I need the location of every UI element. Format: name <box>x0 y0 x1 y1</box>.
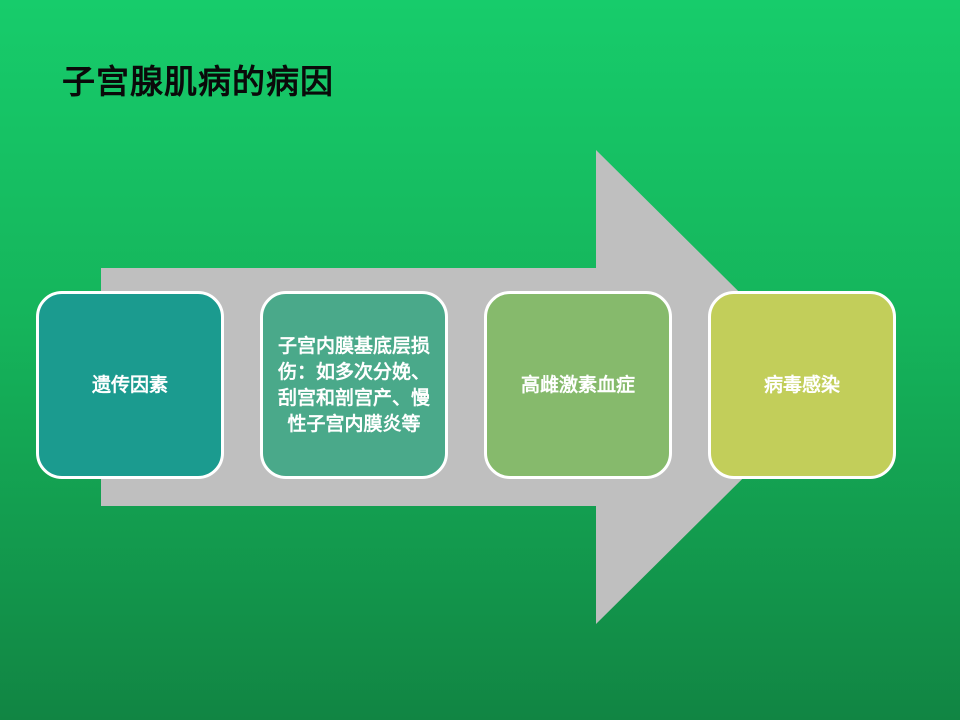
cause-label: 病毒感染 <box>763 374 840 396</box>
cause-label: 子宫内膜基底层损伤：如多次分娩、刮宫和剖宫产、慢性子宫内膜炎等 <box>277 335 430 435</box>
cause-label: 遗传因素 <box>91 374 168 396</box>
slide-title: 子宫腺肌病的病因 <box>62 62 334 101</box>
cause-label: 高雌激素血症 <box>520 374 635 396</box>
arrow-shape <box>101 150 835 624</box>
cause-box-endometrial-injury: 子宫内膜基底层损伤：如多次分娩、刮宫和剖宫产、慢性子宫内膜炎等 <box>260 291 448 479</box>
cause-box-genetic: 遗传因素 <box>36 291 224 479</box>
cause-box-viral-infection: 病毒感染 <box>708 291 896 479</box>
cause-box-hyperestrogenism: 高雌激素血症 <box>484 291 672 479</box>
